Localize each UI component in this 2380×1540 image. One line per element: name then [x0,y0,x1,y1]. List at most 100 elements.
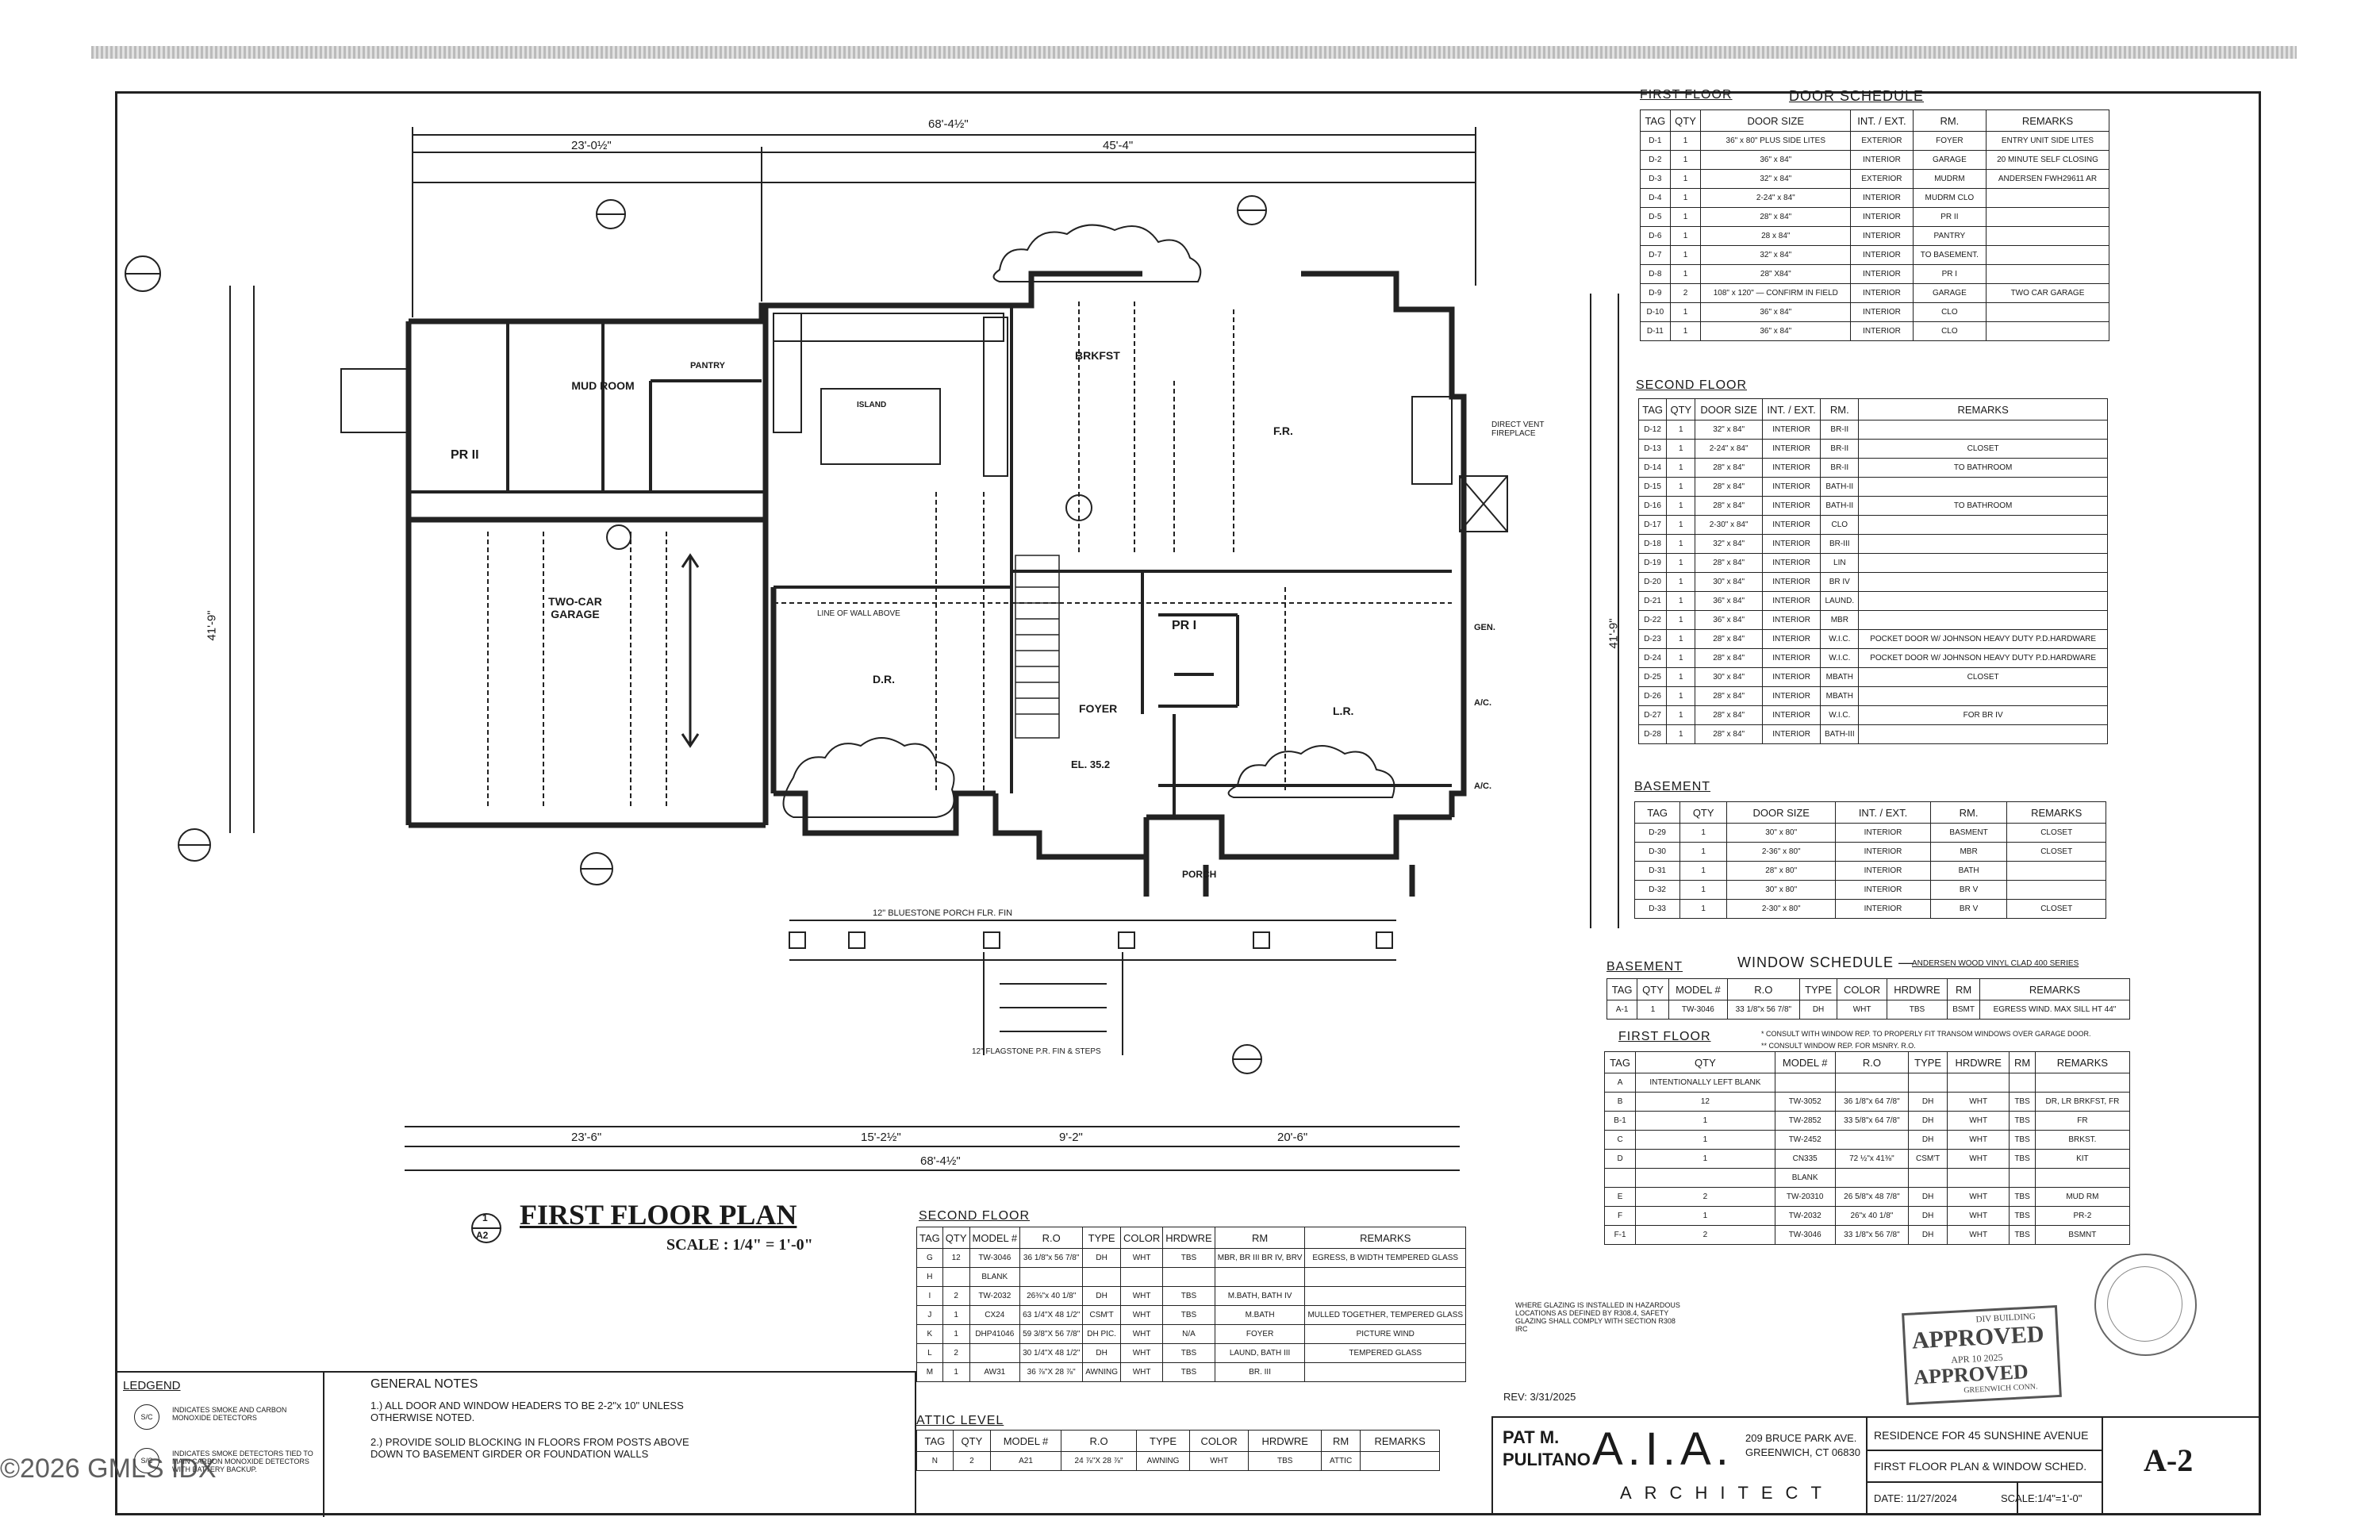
table-cell: D-23 [1637,629,1668,649]
table-cell: 28" x 84" [1695,705,1763,725]
table-cell: EGRESS WIND. MAX SILL HT 44" [1979,1000,2131,1020]
table-cell: INTERIOR [1761,458,1821,478]
table-cell: INTERIOR [1850,188,1914,208]
table-cell: 63 1/4"X 48 1/2" [1019,1305,1084,1325]
table-cell: INTERIOR [1761,534,1821,554]
header-cell: RM. [1820,398,1860,421]
table-cell: D-13 [1637,439,1668,459]
table-cell: TBS [2009,1225,2036,1245]
table-cell: D-25 [1637,667,1668,687]
table-cell: 1 [1637,1000,1669,1020]
table-cell: TW-2032 [1774,1206,1836,1226]
table-cell: DH [1082,1343,1121,1363]
header-cell: REMARKS [1858,398,2108,421]
table-cell: TBS [1248,1451,1322,1471]
table-cell: DH [1798,1000,1838,1020]
address-1: 209 BRUCE PARK AVE. [1745,1432,1857,1444]
table-cell [1834,1073,1910,1093]
table-cell: KIT [2034,1149,2131,1169]
table-cell: MUDRM [1912,169,1987,189]
table-cell: INTERIOR [1835,899,1931,919]
table-cell: CLO [1912,321,1987,341]
table-cell: WHT [1119,1305,1164,1325]
win-attic-label: ATTIC LEVEL [916,1414,1004,1427]
table-cell: CLOSET [2006,899,2106,919]
header-cell: HRDWRE [1248,1430,1322,1452]
table-cell: 1 [1666,667,1696,687]
table-cell: MBR [1929,842,2008,862]
table-cell: LAUND. [1820,591,1860,611]
table-cell: BATH [1929,861,2008,881]
door-second-floor-label: SECOND FLOOR [1636,378,1748,392]
header-cell: QTY [952,1430,992,1452]
table-cell: 1 [1666,705,1696,725]
table-cell: TW-20310 [1774,1187,1836,1207]
dim-top-overall: 68'-4½" [928,117,969,131]
table-cell: 1 [942,1305,970,1325]
table-cell [1858,477,2108,497]
table-cell: D-2 [1640,150,1671,170]
dim-right-total: 41'-9" [1606,618,1621,649]
header-cell: MODEL # [1668,978,1729,1000]
table-cell [1858,724,2108,744]
table-cell: 1 [1666,534,1696,554]
table-cell: CSM'T [1908,1149,1948,1169]
table-cell [1858,686,2108,706]
table-cell: CN335 [1774,1149,1836,1169]
room-pr2: PR II [451,448,479,462]
table-cell: BR. III [1214,1362,1306,1382]
table-cell: INTERIOR [1761,629,1821,649]
table-cell: DH [1908,1225,1948,1245]
table-cell: D-4 [1640,188,1671,208]
table-cell: 1 [942,1362,970,1382]
table-cell: TBS [1162,1343,1215,1363]
table-cell: 1 [1679,899,1728,919]
table-cell: EGRESS, B WIDTH TEMPERED GLASS [1304,1248,1467,1268]
drawing-scale: SCALE:1/4"=1'-0" [2001,1492,2082,1504]
header-cell: TAG [1603,1051,1637,1073]
table-cell: D-10 [1640,302,1671,322]
table-cell: DHP41046 [969,1324,1021,1344]
header-cell: DOOR SIZE [1700,109,1852,132]
flagstone-note: 12" FLAGSTONE P.R. FIN & STEPS [972,1047,1101,1056]
table-cell: 1 [1669,188,1702,208]
table-cell: DH [1908,1130,1948,1150]
header-cell: QTY [1669,109,1702,132]
table-cell: D-17 [1637,515,1668,535]
plan-ref-sheet: A2 [476,1230,489,1241]
table-cell: 1 [1635,1206,1775,1226]
sheet-title: FIRST FLOOR PLAN & WINDOW SCHED. [1874,1460,2087,1473]
header-cell: TYPE [1136,1430,1190,1452]
table-cell: D-18 [1637,534,1668,554]
table-cell [2034,1073,2131,1093]
table-cell: TEMPERED GLASS [1304,1343,1467,1363]
legend-divider [323,1373,324,1517]
table-cell: 33 1/8"x 56 7/8" [1834,1225,1910,1245]
header-cell: TAG [916,1227,943,1249]
table-cell: BATH-III [1820,724,1860,744]
general-note-2: 2.) PROVIDE SOLID BLOCKING IN FLOORS FRO… [370,1436,689,1460]
table-cell: MBR, BR III BR IV, BRV [1214,1248,1306,1268]
header-cell: R.O [1727,978,1800,1000]
table-cell [1858,572,2108,592]
table-cell: 32" x 84" [1700,169,1852,189]
table-cell: 2 [1635,1225,1775,1245]
table-cell: 36 1/8"x 64 7/8" [1834,1092,1910,1112]
table-cell: MBATH [1820,686,1860,706]
table-cell: PR II [1912,207,1987,227]
header-cell: TYPE [1908,1051,1948,1073]
table-cell: PANTRY [1912,226,1987,246]
table-cell: FR [2034,1111,2131,1131]
